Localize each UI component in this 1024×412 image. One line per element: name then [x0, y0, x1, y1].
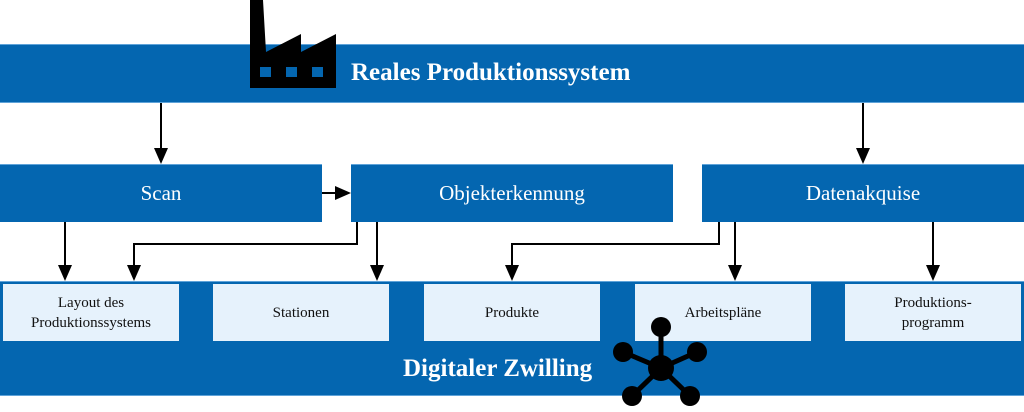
item-stations-label: Stationen: [272, 304, 330, 321]
arrowhead-data-acquisition-to-production-program: [926, 265, 940, 281]
process-object-recognition-label: Objekterkennung: [439, 181, 585, 205]
arrowhead-scan-to-layout: [58, 265, 72, 281]
arrowhead-data-acquisition-to-work-plans: [728, 265, 742, 281]
arrowhead-real-to-scan: [154, 148, 168, 164]
digital-twin-title: Digitaler Zwilling: [403, 355, 593, 382]
process-data-acquisition: Datenakquise: [702, 164, 1024, 222]
arrowhead-real-to-data-acquisition: [856, 148, 870, 164]
arrow-object-recognition-to-layout: [133, 222, 358, 265]
process-object-recognition: Objekterkennung: [351, 164, 673, 222]
item-layout: Layout des Produktionssystems: [3, 284, 179, 341]
process-scan: Scan: [0, 164, 322, 222]
item-production-program: Produktions- programm: [845, 284, 1021, 341]
item-production-program-label: Produktions- programm: [894, 294, 972, 331]
arrow-data-acquisition-to-products: [511, 222, 720, 265]
real-production-system-banner: Reales Produktionssystem: [0, 44, 1024, 103]
item-work-plans: Arbeitspläne: [635, 284, 811, 341]
process-scan-label: Scan: [140, 181, 182, 205]
item-stations: Stationen: [213, 284, 389, 341]
item-products: Produkte: [424, 284, 600, 341]
real-production-system-title: Reales Produktionssystem: [351, 59, 631, 86]
process-data-acquisition-label: Datenakquise: [805, 181, 921, 205]
arrowhead-object-recognition-to-stations: [370, 265, 384, 281]
item-work-plans-label: Arbeitspläne: [684, 304, 762, 321]
arrowhead-scan-to-object-recognition: [335, 186, 351, 200]
arrowhead-object-recognition-to-layout: [127, 265, 141, 281]
arrowhead-data-acquisition-to-products: [505, 265, 519, 281]
item-products-label: Produkte: [484, 304, 540, 321]
item-layout-label: Layout des Produktionssystems: [30, 294, 151, 331]
